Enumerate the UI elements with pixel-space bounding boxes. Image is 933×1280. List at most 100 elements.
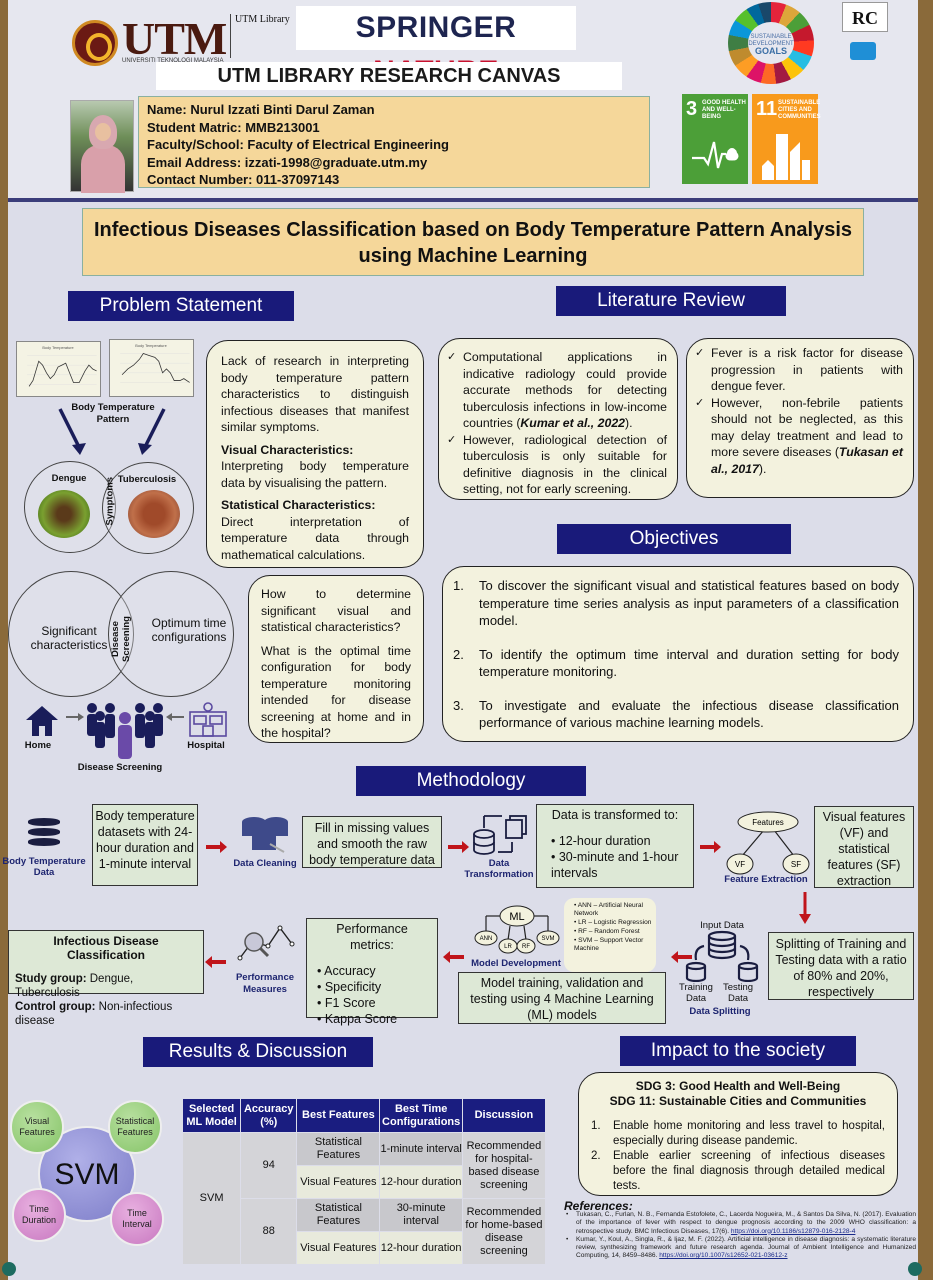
- student-name: Name: Nurul Izzati Binti Darul Zaman: [147, 102, 375, 117]
- utm-logo-icon: [72, 20, 118, 66]
- objective-number: 1.: [453, 578, 464, 593]
- vf-node: VF: [735, 860, 745, 869]
- metrics-list: • Accuracy• Specificity• F1 Score• Kappa…: [313, 963, 431, 1027]
- impact-text: Enable earlier screening of infectious d…: [613, 1150, 885, 1192]
- dengue-label: Dengue: [51, 473, 87, 484]
- utm-subtitle: UNIVERSITI TEKNOLOGI MALAYSIA: [122, 58, 224, 64]
- cell-accuracy: 94: [240, 1132, 298, 1199]
- reference-doi-link[interactable]: https://doi.org/10.1007/s12652-021-03612…: [659, 1252, 788, 1260]
- impact-item: 2. Enable earlier screening of infectious…: [591, 1149, 885, 1194]
- utm-logo-text: UTM: [122, 13, 227, 64]
- objective-item: 2. To identify the optimum time interval …: [453, 646, 899, 681]
- metric-item: • Specificity: [317, 980, 382, 994]
- transformed-item: • 30-minute and 1-hour intervals: [551, 850, 679, 880]
- reference-item: Kumar, Y., Koul, A., Singla, R., & Ijaz,…: [564, 1236, 916, 1261]
- pushpin-icon: [908, 1262, 922, 1276]
- flow-arrow-3: [700, 841, 721, 853]
- data-splitting-box: Splitting of Training and Testing data w…: [768, 932, 914, 1000]
- title-line-2: using Machine Learning: [358, 245, 588, 267]
- venn-circle-optimum: [108, 571, 234, 697]
- venn-left-label: Significant characteristics: [30, 624, 108, 652]
- section-objectives: Objectives: [557, 524, 791, 554]
- metric-item: • Kappa Score: [317, 1012, 398, 1026]
- model-development-label: Model Development: [471, 958, 561, 969]
- disease-screening-label: Disease Screening: [77, 762, 163, 773]
- literature-text: Fever is a risk factor for disease progr…: [711, 346, 903, 393]
- objectives-box: 1.To discover the significant visual and…: [442, 566, 914, 742]
- rc-tag: RC 25: [842, 2, 888, 58]
- literature-right-list: Fever is a risk factor for disease progr…: [693, 345, 903, 477]
- sdg11-tile: 11 SUSTAINABLE CITIES AND COMMUNITIES: [752, 94, 821, 184]
- pushpin-icon: [2, 1262, 16, 1276]
- data-splitting-icon: [685, 930, 759, 982]
- reference-doi-link[interactable]: https://doi.org/10.1186/s12879-016-2128-…: [730, 1227, 856, 1235]
- table-row: Visual Features 12-hour duration: [183, 1231, 546, 1265]
- problem-description-box: Lack of research in interpreting body te…: [206, 340, 424, 568]
- section-results-discussion: Results & Discussion: [143, 1037, 373, 1067]
- section-problem-statement: Problem Statement: [68, 291, 294, 321]
- impact-text: Enable home monitoring and less travel t…: [613, 1120, 885, 1147]
- arrow-left-icon: [166, 713, 184, 721]
- flow-arrow-4: [671, 951, 692, 963]
- ml-legend-item: • SVM – Support Vector Machine: [574, 937, 644, 952]
- cell-config: 12-hour duration: [379, 1165, 463, 1199]
- section-methodology: Methodology: [356, 766, 586, 796]
- home-icon: [26, 706, 58, 736]
- cell-config: 30-minute interval: [379, 1198, 463, 1232]
- cell-model: SVM: [181, 1132, 242, 1265]
- objective-item: 3.To investigate and evaluate the infect…: [453, 697, 899, 732]
- cell-config: 1-minute interval: [379, 1132, 463, 1166]
- performance-measures-label: Performance Measures: [235, 972, 295, 995]
- data-splitting-label: Data Splitting: [689, 1006, 751, 1017]
- sdg11-number: 11: [756, 98, 778, 120]
- impact-number: 1.: [591, 1120, 601, 1132]
- sdg3-label: GOOD HEALTH AND WELL-BEING: [702, 100, 746, 120]
- poster-title: Infectious Diseases Classification based…: [82, 208, 864, 276]
- classification-heading: Infectious Disease Classification: [53, 934, 159, 962]
- flow-arrow-down: [799, 892, 811, 924]
- student-contact: Contact Number: 011-37097143: [147, 172, 340, 187]
- city-buildings-icon: [762, 134, 810, 180]
- citation: Tukasan et al., 2017: [711, 445, 903, 476]
- objective-text: To investigate and evaluate the infectio…: [479, 697, 899, 731]
- time-interval-circle: Time Interval: [110, 1192, 164, 1246]
- cell-feature: Visual Features: [296, 1231, 381, 1265]
- visual-characteristics-text: Interpreting body temperature data by vi…: [221, 459, 409, 490]
- impact-sdg11: SDG 11: Sustainable Cities and Communiti…: [609, 1094, 867, 1108]
- visual-features-circle: Visual Features: [10, 1100, 64, 1154]
- literature-end: ).: [758, 461, 767, 476]
- objective-number: 2.: [453, 646, 464, 662]
- training-data-label: Training Data: [679, 982, 713, 1004]
- cell-feature: Visual Features: [296, 1165, 381, 1199]
- people-group-icon: [87, 703, 163, 759]
- student-info: Name: Nurul Izzati Binti Darul Zaman Stu…: [138, 96, 650, 188]
- tuberculosis-bacteria-image: [128, 490, 180, 538]
- ml-legend-list: • ANN – Artificial Neural Network• LR – …: [568, 902, 652, 953]
- references-list: Tukasan, C., Furlan, N. B., Fernanda Est…: [564, 1211, 916, 1260]
- control-group-value: Non-infectious disease: [15, 1001, 173, 1027]
- arrow-right-icon: [66, 713, 84, 721]
- symptoms-label: Symptoms: [104, 476, 116, 526]
- model-training-box: Model training, validation and testing u…: [458, 972, 666, 1024]
- data-transformation-box: Data is transformed to: • 12-hour durati…: [536, 804, 694, 888]
- reference-item: Tukasan, C., Furlan, N. B., Fernanda Est…: [564, 1211, 916, 1236]
- reference-text: Kumar, Y., Koul, A., Singla, R., & Ijaz,…: [576, 1235, 916, 1260]
- body-temp-chart-tuberculosis: Body Temperature: [109, 339, 194, 397]
- literature-item: Fever is a risk factor for disease progr…: [693, 345, 903, 395]
- student-matric: Student Matric: MMB213001: [147, 119, 320, 135]
- transformed-heading: Data is transformed to:: [551, 808, 679, 822]
- blue-sticker: [850, 42, 876, 60]
- lr-node: LR: [504, 944, 512, 950]
- ml-legend-item: • ANN – Artificial Neural Network: [574, 902, 644, 917]
- impact-number: 2.: [591, 1150, 601, 1162]
- th-discussion: Discussion: [461, 1098, 547, 1133]
- cell-accuracy: 88: [240, 1198, 298, 1265]
- references: References: Tukasan, C., Furlan, N. B., …: [564, 1200, 916, 1260]
- control-group-label: Control group:: [15, 1001, 96, 1013]
- title-line-1: Infectious Diseases Classification based…: [93, 219, 853, 241]
- input-data-label: Input Data: [700, 920, 744, 931]
- objective-text: To identify the optimum time interval an…: [479, 646, 899, 680]
